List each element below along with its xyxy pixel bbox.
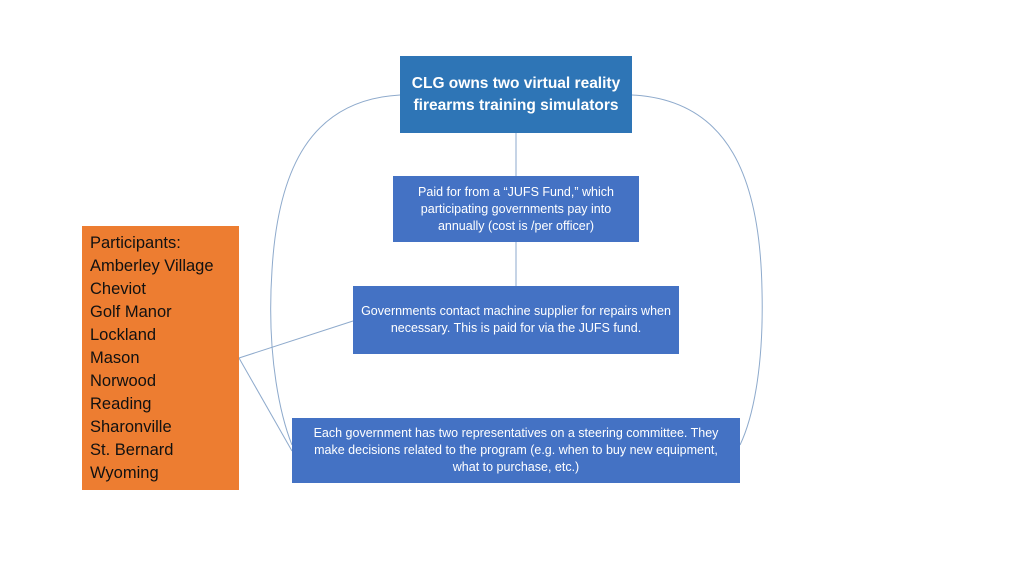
participant-item: Mason <box>90 349 140 367</box>
connector-top-to-steering-right <box>631 94 763 446</box>
participant-item: Reading <box>90 395 152 413</box>
participant-item: Lockland <box>90 326 157 344</box>
connector-top-to-steering-left <box>270 94 401 446</box>
repairs-box: Governments contact machine supplier for… <box>353 286 679 354</box>
participants-list: Amberley Village Cheviot Golf Manor Lock… <box>90 255 231 485</box>
simulators-ownership-text: CLG owns two virtual reality firearms tr… <box>411 74 621 114</box>
steering-committee-box: Each government has two representatives … <box>292 418 740 483</box>
jufs-fund-box: Paid for from a “JUFS Fund,” which parti… <box>393 176 639 242</box>
participant-item: Wyoming <box>90 464 159 482</box>
participant-item: Sharonville <box>90 418 172 436</box>
connector-participants-to-repair <box>238 320 354 359</box>
jufs-fund-text: Paid for from a “JUFS Fund,” which parti… <box>418 184 614 233</box>
steering-committee-text: Each government has two representatives … <box>313 426 719 474</box>
connector-participants-to-steering <box>238 357 293 452</box>
participants-box: Participants: Amberley Village Cheviot G… <box>82 226 239 490</box>
participant-item: Cheviot <box>90 280 146 298</box>
participant-item: Norwood <box>90 372 157 390</box>
participant-item: St. Bernard <box>90 441 174 459</box>
repairs-text: Governments contact machine supplier for… <box>361 304 671 335</box>
participant-item: Amberley Village <box>90 257 214 275</box>
participants-heading: Participants: <box>90 234 181 252</box>
simulators-ownership-box: CLG owns two virtual reality firearms tr… <box>400 56 632 133</box>
participant-item: Golf Manor <box>90 303 172 321</box>
